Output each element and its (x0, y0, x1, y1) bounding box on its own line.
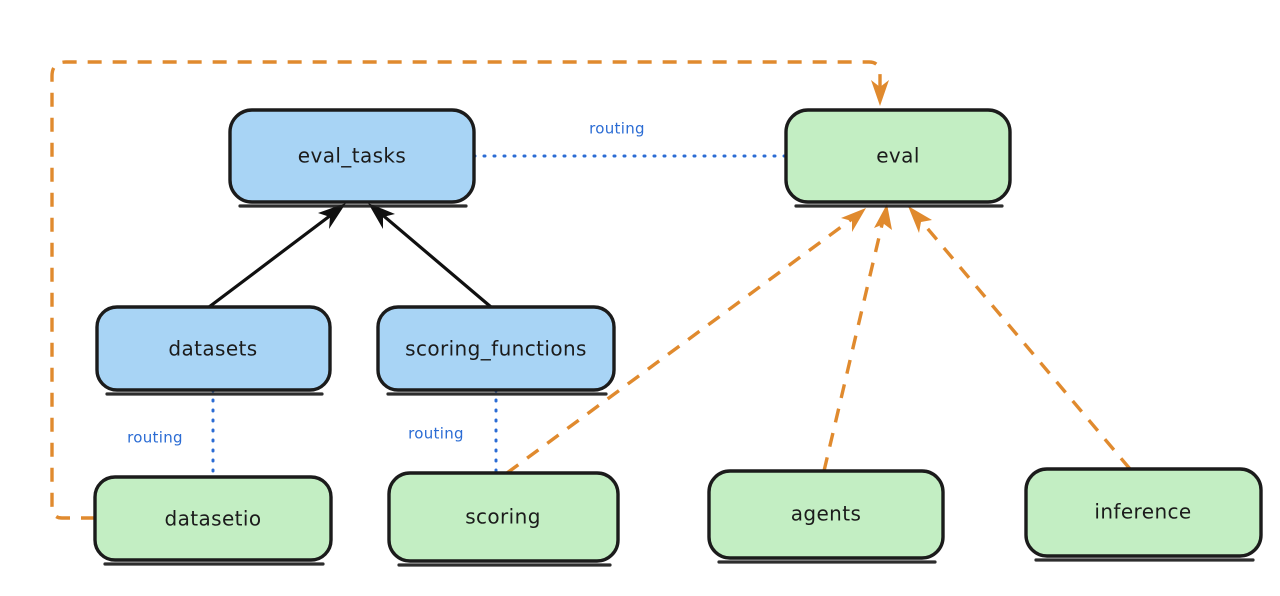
arrowhead-eval-from-inference (908, 206, 932, 233)
edge-datasets-eval_tasks (207, 203, 346, 309)
node-inference-label: inference (1094, 500, 1191, 524)
edge-label-routing-eval_tasks: routing (589, 120, 645, 138)
node-scoring_functions-shape[interactable] (376, 305, 616, 392)
node-eval-label: eval (876, 144, 920, 168)
node-inference[interactable]: inference (1024, 467, 1263, 562)
edge-label-routing-scoring_functions: routing (408, 425, 464, 443)
arrowhead-eval_tasks-left (318, 203, 346, 229)
arrowhead-eval-from-agents (874, 204, 892, 230)
arrowhead-eval_tasks-right (368, 203, 395, 229)
node-datasets-shape[interactable] (95, 305, 332, 392)
node-scoring_functions-label: scoring_functions (405, 337, 587, 361)
node-datasetio-shape[interactable] (93, 475, 333, 562)
node-datasets-label: datasets (168, 337, 257, 361)
edge-scoring-eval (505, 208, 866, 475)
node-scoring-shape[interactable] (387, 471, 620, 563)
edge-agents-eval (822, 204, 892, 472)
node-eval[interactable]: eval (784, 108, 1012, 208)
node-scoring[interactable]: scoring (387, 471, 620, 567)
node-datasetio-label: datasetio (164, 507, 261, 531)
edge-scoringfn-eval_tasks (368, 203, 493, 309)
node-agents[interactable]: agents (707, 469, 945, 564)
arrowhead-eval-top (871, 80, 889, 106)
arrowhead-eval-from-scoring (841, 208, 866, 232)
edge-label-routing-datasets: routing (127, 429, 183, 447)
edge-datasetio-eval (50, 60, 889, 520)
node-datasets[interactable]: datasets (95, 305, 332, 396)
node-eval_tasks[interactable]: eval_tasks (228, 108, 476, 208)
edge-inference-eval (908, 206, 1132, 471)
node-inference-shape[interactable] (1024, 467, 1263, 558)
node-agents-shape[interactable] (707, 469, 945, 560)
node-scoring_functions[interactable]: scoring_functions (376, 305, 616, 396)
node-agents-label: agents (791, 502, 862, 526)
node-scoring-label: scoring (465, 505, 541, 529)
node-eval_tasks-label: eval_tasks (298, 144, 406, 168)
node-eval-shape[interactable] (784, 108, 1012, 204)
node-eval_tasks-shape[interactable] (228, 108, 476, 204)
node-datasetio[interactable]: datasetio (93, 475, 333, 566)
